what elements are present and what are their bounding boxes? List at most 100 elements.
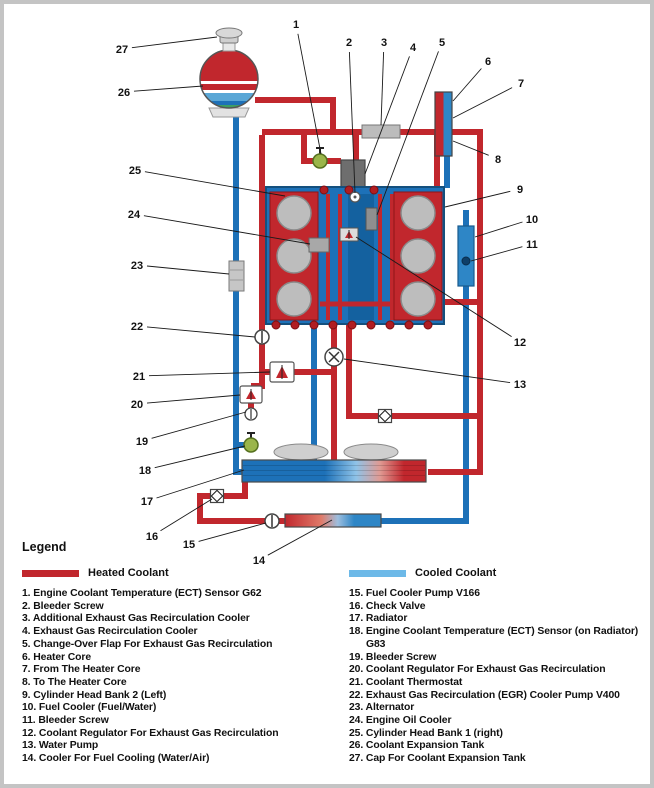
leader-line-16 [160, 498, 213, 532]
leader-line-19 [151, 411, 247, 439]
callout-26: 26 [118, 87, 130, 99]
callout-14: 14 [253, 555, 266, 567]
legend-item: 27. Cap For Coolant Expansion Tank [349, 753, 526, 765]
engine-oil-cooler-icon [308, 237, 330, 253]
legend-item: 22. Exhaust Gas Recirculation (EGR) Cool… [349, 689, 620, 701]
coolant-thermostat-icon [269, 361, 295, 383]
leader-line-27 [131, 36, 218, 49]
callout-17: 17 [141, 496, 153, 508]
leader-line-22 [146, 326, 256, 338]
leader-line-15 [198, 522, 267, 542]
leader-line-7 [452, 87, 513, 119]
callout-1: 1 [293, 19, 299, 31]
legend-item: 16. Check Valve [349, 600, 426, 612]
cooled-coolant-key: Cooled Coolant [349, 567, 496, 579]
legend-item: 7. From The Heater Core [22, 664, 141, 676]
callout-16: 16 [146, 531, 158, 543]
legend-item: 24. Engine Oil Cooler [349, 715, 452, 727]
leader-line-8 [452, 140, 489, 156]
leader-line-13 [343, 358, 511, 384]
radiator-fans [273, 443, 399, 463]
leader-line-1 [297, 33, 322, 155]
expansion-tank-cap-icon [215, 27, 243, 52]
water-pump-icon [324, 347, 344, 367]
legend-list-left: 1. Engine Coolant Temperature (ECT) Sens… [22, 588, 342, 766]
engine-block [265, 185, 445, 330]
cooled-label: Cooled Coolant [415, 567, 497, 579]
heated-swatch [22, 569, 79, 577]
alternator-icon [228, 260, 245, 292]
leader-line-2 [348, 51, 356, 194]
leader-line-9 [444, 190, 511, 208]
leader-line-12 [355, 236, 512, 337]
legend-item: 12. Coolant Regulator For Exhaust Gas Re… [22, 727, 279, 739]
legend-item: 2. Bleeder Screw [22, 600, 104, 612]
coolant-regulator-egr-icon [339, 227, 359, 242]
callout-7: 7 [518, 78, 524, 90]
callout-24: 24 [128, 209, 141, 221]
legend-item: 3. Additional Exhaust Gas Recirculation … [22, 613, 250, 625]
legend-item: 10. Fuel Cooler (Fuel/Water) [22, 702, 157, 714]
legend-item: 18. Engine Coolant Temperature (ECT) Sen… [349, 626, 639, 650]
legend-item: 1. Engine Coolant Temperature (ECT) Sens… [22, 588, 262, 599]
callout-2: 2 [346, 37, 352, 49]
legend-item: 11. Bleeder Screw [22, 715, 109, 727]
legend-item: 15. Fuel Cooler Pump V166 [349, 588, 480, 599]
legend-item: 25. Cylinder Head Bank 1 (right) [349, 727, 503, 739]
callout-27: 27 [116, 44, 128, 56]
leader-line-18 [154, 445, 246, 469]
ect-sensor-g83-icon [243, 432, 259, 453]
legend-bars: Heated Coolant Cooled Coolant [22, 567, 638, 579]
leader-line-14 [267, 519, 333, 556]
fuel-cooler [457, 225, 475, 287]
callout-19: 19 [136, 436, 148, 448]
callout-6: 6 [485, 56, 491, 68]
callout-5: 5 [439, 37, 445, 49]
leader-line-24 [143, 215, 311, 245]
callout-23: 23 [131, 260, 143, 272]
legend-item: 20. Coolant Regulator For Exhaust Gas Re… [349, 664, 606, 676]
check-valve-icon [209, 488, 225, 504]
fuel-cooling-cooler [284, 513, 382, 528]
leader-line-6 [452, 68, 482, 102]
callout-11: 11 [526, 239, 538, 251]
callout-21: 21 [133, 371, 145, 383]
coolant-expansion-tank [199, 27, 259, 118]
legend-item: 8. To The Heater Core [22, 676, 127, 688]
callout-13: 13 [514, 379, 526, 391]
callout-18: 18 [139, 465, 151, 477]
fuel-cooler-pump-v166-icon [264, 513, 280, 529]
coolant-regulator-20-icon [239, 385, 263, 404]
leader-line-3 [380, 51, 385, 126]
callout-25: 25 [129, 165, 141, 177]
leader-line-25 [144, 171, 286, 197]
legend-item: 4. Exhaust Gas Recirculation Cooler [22, 626, 198, 638]
callout-10: 10 [526, 214, 538, 226]
leader-line-5 [376, 51, 439, 216]
callout-4: 4 [410, 42, 417, 54]
legend-item: 21. Coolant Thermostat [349, 676, 463, 688]
legend-title: Legend [22, 540, 67, 554]
legend-item: 6. Heater Core [22, 651, 92, 663]
change-over-flap-icon [365, 207, 378, 231]
leader-line-17 [156, 469, 245, 499]
callout-8: 8 [495, 154, 501, 166]
cylinder-bank-2-left [393, 191, 443, 321]
callout-15: 15 [183, 539, 195, 551]
egr-cooler-pump-v400-icon [254, 329, 270, 345]
legend-lists: 1. Engine Coolant Temperature (ECT) Sens… [22, 588, 638, 780]
legend-item: 9. Cylinder Head Bank 2 (Left) [22, 689, 167, 701]
heater-core [434, 91, 453, 157]
heated-label: Heated Coolant [88, 567, 169, 579]
leader-line-21 [148, 371, 271, 377]
cooled-swatch [349, 569, 406, 577]
legend-item: 5. Change-Over Flap For Exhaust Gas Reci… [22, 638, 273, 650]
leader-line-10 [474, 221, 523, 238]
check-valve-right-icon [377, 408, 393, 424]
egr-cooler-icon [340, 159, 366, 191]
leader-line-4 [364, 56, 410, 175]
callout-9: 9 [517, 184, 523, 196]
